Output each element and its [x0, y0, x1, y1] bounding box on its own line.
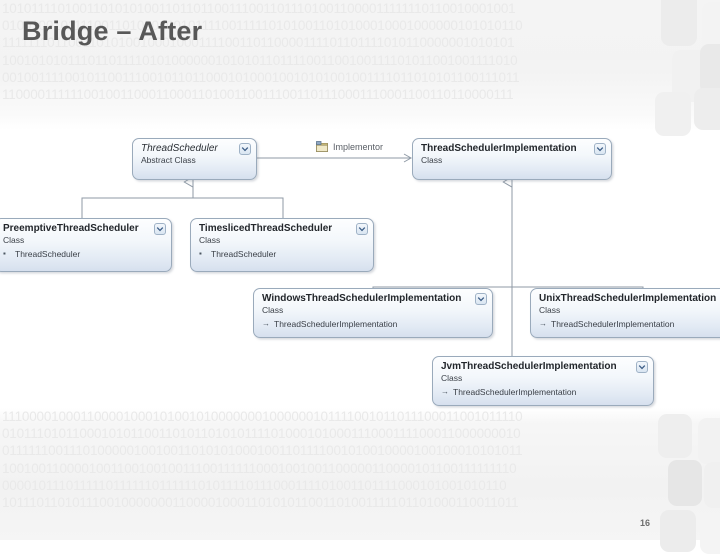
class-name: UnixThreadSchedulerImplementation: [539, 293, 717, 304]
class-name: ThreadSchedulerImplementation: [421, 143, 577, 154]
implementor-annotation: Implementor: [316, 141, 383, 153]
member-label: ThreadSchedulerImplementation: [551, 319, 675, 329]
chevron-down-icon[interactable]: [636, 361, 648, 373]
class-stereotype: Class: [3, 235, 25, 245]
member-label: ThreadScheduler: [211, 249, 277, 259]
member-glyph: →: [262, 319, 270, 328]
class-box-preemptive-thread-scheduler[interactable]: PreemptiveThreadScheduler Class ▪ Thread…: [0, 218, 172, 272]
class-name: ThreadScheduler: [141, 143, 218, 154]
chevron-down-icon[interactable]: [239, 143, 251, 155]
class-stereotype: Class: [199, 235, 221, 245]
class-member: → ThreadSchedulerImplementation: [441, 386, 646, 398]
class-stereotype: Class: [539, 305, 561, 315]
slide-number: 16: [640, 518, 651, 528]
class-member: ▪ ThreadScheduler: [199, 248, 366, 260]
class-name: PreemptiveThreadScheduler: [3, 223, 139, 234]
package-icon: [316, 141, 329, 153]
class-stereotype: Class: [262, 305, 284, 315]
chevron-down-icon[interactable]: [594, 143, 606, 155]
class-member: → ThreadSchedulerImplementation: [262, 318, 485, 330]
class-member: ▪ ThreadScheduler: [3, 248, 164, 260]
class-box-thread-scheduler-implementation[interactable]: ThreadSchedulerImplementation Class: [412, 138, 612, 180]
class-member: → ThreadSchedulerImplementation: [539, 318, 720, 330]
page-title: Bridge – After: [22, 16, 203, 46]
class-stereotype: Abstract Class: [141, 155, 196, 165]
class-box-thread-scheduler[interactable]: ThreadScheduler Abstract Class: [132, 138, 257, 180]
implementor-label: Implementor: [333, 142, 384, 152]
class-box-jvm-thread-scheduler-implementation[interactable]: JvmThreadSchedulerImplementation Class →…: [432, 356, 654, 406]
class-diagram-canvas: Implementor ThreadScheduler Abstract Cla…: [0, 138, 720, 406]
member-label: ThreadSchedulerImplementation: [274, 319, 398, 329]
member-glyph: →: [441, 387, 449, 396]
member-glyph: ▪: [3, 249, 6, 258]
class-box-unix-thread-scheduler-implementation[interactable]: UnixThreadSchedulerImplementation Class …: [530, 288, 720, 338]
class-stereotype: Class: [421, 155, 443, 165]
chevron-down-icon[interactable]: [356, 223, 368, 235]
member-label: ThreadSchedulerImplementation: [453, 387, 577, 397]
class-box-timesliced-thread-scheduler[interactable]: TimeslicedThreadScheduler Class ▪ Thread…: [190, 218, 374, 272]
class-name: WindowsThreadSchedulerImplementation: [262, 293, 462, 304]
class-stereotype: Class: [441, 373, 463, 383]
class-name: JvmThreadSchedulerImplementation: [441, 361, 617, 372]
class-box-windows-thread-scheduler-implementation[interactable]: WindowsThreadSchedulerImplementation Cla…: [253, 288, 493, 338]
member-label: ThreadScheduler: [15, 249, 81, 259]
member-glyph: →: [539, 319, 547, 328]
member-glyph: ▪: [199, 249, 202, 258]
chevron-down-icon[interactable]: [475, 293, 487, 305]
chevron-down-icon[interactable]: [154, 223, 166, 235]
class-name: TimeslicedThreadScheduler: [199, 223, 333, 234]
